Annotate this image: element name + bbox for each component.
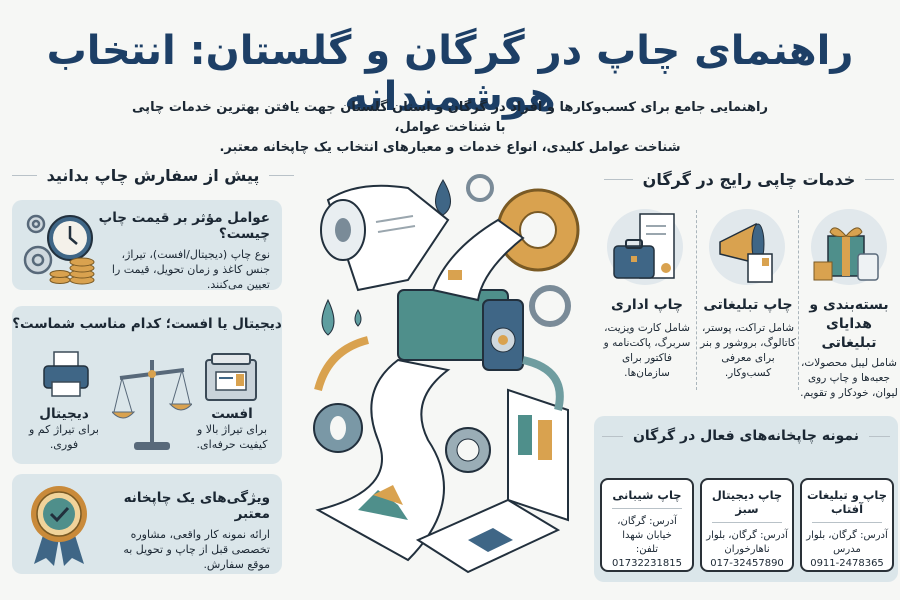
- award-badge-icon: [26, 482, 92, 568]
- digital-vs-offset-card: دیجیتال یا افست؛ کدام مناسب شماست؟ افست …: [12, 306, 282, 464]
- printing-press-illustration-icon: [298, 160, 594, 590]
- trusted-printshop-card: ویژگی‌های یک چاپخانه معتبر ارائه نمونه ک…: [12, 474, 282, 574]
- shop-card[interactable]: چاپ دیجیتال سبز آدرس: گرگان، بلوار ناهار…: [700, 478, 794, 572]
- shops-panel: نمونه چاپخانه‌های فعال در گرگان چاپ و تب…: [594, 416, 898, 582]
- briefcase-document-icon: [604, 206, 686, 288]
- offset-option: افست برای تیراژ بالا و کیفیت حرفه‌ای.: [196, 406, 268, 451]
- page-title: راهنمای چاپ در گرگان و گلستان: انتخاب هو…: [46, 28, 855, 120]
- printer-icon: [40, 350, 92, 400]
- service-office-print: چاپ اداری شامل کارت ویزیت، سربرگ، پاکت‌ن…: [603, 297, 691, 379]
- balance-scale-icon: [112, 350, 192, 454]
- shops-heading: نمونه چاپخانه‌های فعال در گرگان: [601, 428, 890, 444]
- page-subtitle: راهنمایی جامع برای کسب‌وکارها و افراد در…: [132, 100, 768, 155]
- service-advertising-print: چاپ تبلیغاتی شامل تراکت، پوستر، کاتالوگ،…: [700, 297, 796, 379]
- shop-card[interactable]: چاپ شیبانی آدرس: گرگان، خیابان شهدا تلفن…: [600, 478, 694, 572]
- clock-gears-coins-icon: [20, 204, 104, 288]
- shop-card[interactable]: چاپ و تبلیغات آفتاب آدرس: گرگان، بلوار م…: [800, 478, 894, 572]
- service-packaging-gifts: بسته‌بندی و هدایای تبلیغاتی شامل لیبل مح…: [800, 297, 898, 399]
- service-divider: [798, 210, 799, 390]
- left-section-heading: پیش از سفارش چاپ بدانید: [12, 166, 294, 185]
- service-divider: [696, 210, 697, 390]
- gift-box-mug-icon: [808, 206, 890, 288]
- digital-option: دیجیتال برای تیراژ کم و فوری.: [29, 406, 99, 451]
- price-factors-card: عوامل مؤثر بر قیمت چاپ چیست؟ نوع چاپ (دی…: [12, 200, 282, 291]
- right-section-heading: خدمات چاپی رایج در گرگان: [603, 170, 894, 189]
- megaphone-icon: [706, 206, 788, 288]
- offset-press-icon: [202, 352, 260, 402]
